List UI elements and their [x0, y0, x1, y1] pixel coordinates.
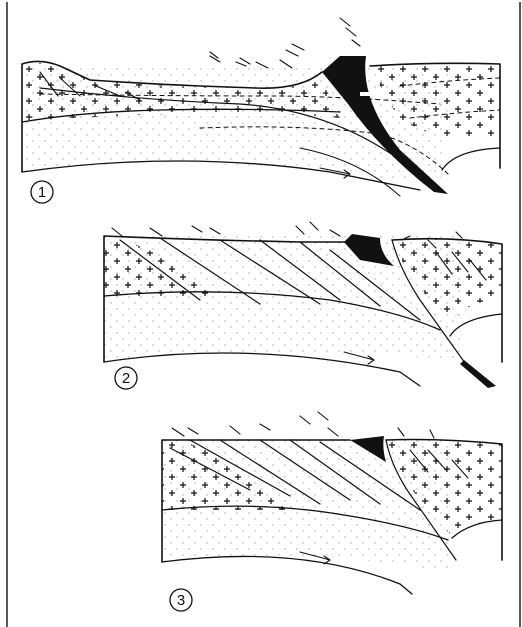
panel-2-label: 2	[122, 370, 130, 387]
panel-3: 3	[162, 412, 502, 611]
panel-1-label: 1	[38, 184, 46, 201]
panel-3-label: 3	[177, 592, 185, 609]
panel-3-surface-ticks	[172, 412, 434, 438]
panel-2-black-tip	[460, 360, 496, 388]
panel-1-right-base	[442, 148, 500, 170]
panel-2-layer-base	[104, 353, 420, 386]
panel-1: 1	[22, 18, 500, 203]
panel-1-wedge-notch	[360, 92, 384, 96]
panel-3-layer-base	[162, 556, 412, 594]
panel-2: 2	[104, 222, 502, 389]
